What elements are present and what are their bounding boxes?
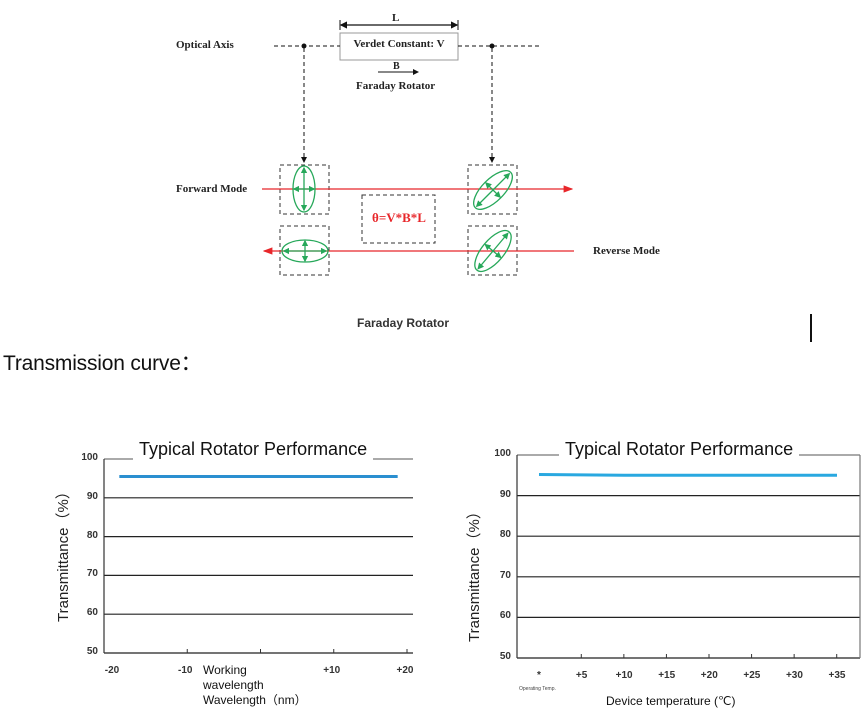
section-title: Transmission curve： — [3, 352, 202, 375]
polarization-rotated-forward — [473, 170, 513, 210]
y-tick-label: 80 — [499, 529, 511, 541]
formula-box — [361, 194, 436, 244]
polarization-vertical — [292, 165, 316, 213]
x-axis-label-line: wavelength — [203, 678, 264, 692]
y-tick-label: 100 — [494, 448, 511, 459]
x-tick-label: +10 — [323, 665, 341, 676]
rotation-formula: θ=V*B*L — [372, 210, 426, 225]
chart-temperature: Typical Rotator Performance Transmittanc… — [455, 430, 867, 711]
polarization-horizontal — [281, 239, 329, 263]
chart-wavelength-svg — [103, 458, 413, 654]
y-tick-label: 60 — [86, 607, 98, 619]
chart-wavelength: Typical Rotator Performance Transmittanc… — [40, 430, 430, 711]
x-axis-label: Device temperature (℃) — [606, 694, 736, 708]
x-axis-label: Working wavelength Wavelength（nm） — [203, 663, 307, 708]
verdet-constant-label: Verdet Constant: V — [353, 38, 445, 50]
x-tick-label: +20 — [396, 665, 414, 676]
y-tick-label: 70 — [499, 569, 511, 581]
y-tick-label: 70 — [86, 568, 98, 580]
y-tick-label: 60 — [499, 610, 511, 622]
x-tick-label: +5 — [575, 670, 588, 681]
faraday-rotator-diagram: Optical Axis L Verdet Constant: V B Fara… — [0, 0, 867, 300]
y-tick-label: 90 — [499, 488, 511, 500]
x-axis-label-line: Wavelength（nm） — [203, 693, 307, 707]
y-tick-label: 100 — [81, 452, 98, 463]
polarization-rotated-reverse — [474, 229, 512, 273]
y-tick-label: 50 — [86, 646, 98, 657]
chart-title: Typical Rotator Performance — [559, 439, 800, 460]
y-axis-label: Transmittance（%） — [55, 484, 72, 622]
diagram-graphics — [262, 20, 574, 276]
magnetic-field-label: B — [393, 61, 400, 72]
chart-temperature-svg — [516, 454, 861, 659]
operating-temp-note: Operating Temp. — [519, 686, 556, 692]
x-axis-label-line: Working — [203, 663, 247, 677]
rotator-label: Faraday Rotator — [356, 80, 436, 92]
x-tick-label: -10 — [178, 665, 193, 676]
x-tick-label: -20 — [104, 665, 120, 676]
y-tick-label: 90 — [86, 490, 98, 502]
reverse-mode-label: Reverse Mode — [593, 245, 660, 257]
x-tick-label: +15 — [658, 670, 676, 681]
text-cursor — [810, 314, 812, 342]
x-tick-label: +10 — [615, 670, 633, 681]
rotator-box — [339, 32, 459, 61]
x-tick-label: +20 — [700, 670, 718, 681]
length-label: L — [392, 12, 400, 24]
y-tick-label: 50 — [499, 651, 511, 662]
x-tick-label: * — [537, 670, 541, 681]
series-line — [538, 472, 837, 477]
x-tick-label: +30 — [785, 670, 803, 681]
x-tick-label: +25 — [743, 670, 761, 681]
optical-axis-label: Optical Axis — [176, 39, 234, 51]
x-tick-label: +35 — [828, 670, 846, 681]
diagram-caption: Faraday Rotator — [357, 316, 450, 330]
forward-mode-label: Forward Mode — [176, 183, 248, 195]
y-tick-label: 80 — [86, 529, 98, 541]
y-axis-label: Transmittance（%） — [466, 504, 483, 642]
chart-title: Typical Rotator Performance — [133, 439, 374, 460]
